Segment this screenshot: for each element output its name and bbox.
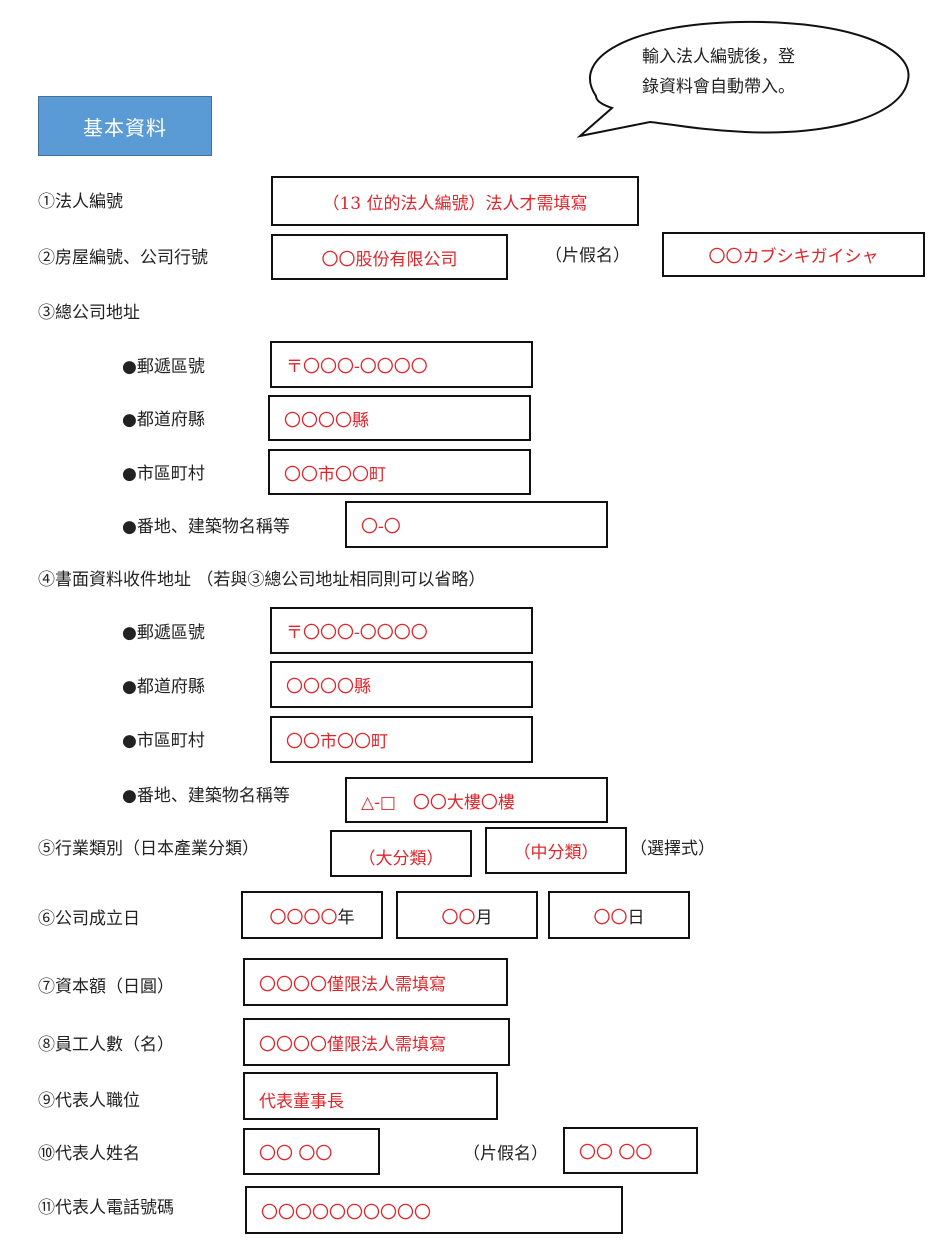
industry-label: ⑤行業類別（日本產業分類） xyxy=(38,839,259,859)
mail-city-field[interactable]: 〇〇市〇〇町 xyxy=(270,716,533,763)
founded-label: ⑥公司成立日 xyxy=(38,909,140,929)
rep-title-field[interactable]: 代表董事長 xyxy=(243,1072,498,1120)
callout-bubble xyxy=(576,20,910,138)
founded-day-unit: 日 xyxy=(627,907,645,928)
employees-field[interactable]: 〇〇〇〇僅限法人需填寫 xyxy=(243,1018,510,1066)
founded-year-unit: 年 xyxy=(337,907,355,928)
mail-prefecture-field[interactable]: 〇〇〇〇縣 xyxy=(270,661,533,708)
employees-label: ⑧員工人數（名） xyxy=(38,1035,174,1055)
corp-number-label: ①法人編號 xyxy=(38,192,123,212)
founded-month-value: 〇〇 xyxy=(441,907,476,928)
mail-postal-label: ●郵遞區號 xyxy=(122,623,205,643)
capital-field[interactable]: 〇〇〇〇僅限法人需填寫 xyxy=(243,958,508,1006)
rep-title-label: ⑨代表人職位 xyxy=(38,1091,140,1111)
callout-text: 輸入法人編號後，登 錄資料會自動帶入。 xyxy=(642,42,852,102)
hq-prefecture-label: ●都道府縣 xyxy=(122,410,205,430)
mail-street-label: ●番地、建築物名稱等 xyxy=(122,786,290,806)
callout-line-1: 輸入法人編號後，登 xyxy=(642,47,795,67)
company-kana-field[interactable]: 〇〇カブシキガイシャ xyxy=(662,232,925,277)
rep-name-label: ⑩代表人姓名 xyxy=(38,1144,140,1164)
section-header-basic-info: 基本資料 xyxy=(38,96,212,156)
mail-postal-field[interactable]: 〒〇〇〇-〇〇〇〇 xyxy=(270,607,533,654)
mail-prefecture-label: ●都道府縣 xyxy=(122,677,205,697)
founded-year-value: 〇〇〇〇 xyxy=(269,907,338,928)
mail-city-label: ●市區町村 xyxy=(122,731,205,751)
rep-name-kana-field[interactable]: 〇〇 〇〇 xyxy=(563,1127,698,1174)
mail-street-field[interactable]: △-□ 〇〇大樓〇樓 xyxy=(345,777,608,823)
capital-label: ⑦資本額（日圓） xyxy=(38,977,174,997)
company-name-field[interactable]: 〇〇股份有限公司 xyxy=(271,234,508,280)
rep-phone-label: ⑪代表人電話號碼 xyxy=(38,1198,174,1218)
company-kana-label: （片假名） xyxy=(545,246,630,266)
rep-phone-field[interactable]: 〇〇〇〇〇〇〇〇〇〇 xyxy=(245,1186,623,1234)
industry-middle-select[interactable]: （中分類） xyxy=(485,827,627,874)
hq-address-label: ③總公司地址 xyxy=(38,303,140,323)
hq-postal-label: ●郵遞區號 xyxy=(122,357,205,377)
hq-city-field[interactable]: 〇〇市〇〇町 xyxy=(268,449,531,495)
callout-line-2: 錄資料會自動帶入。 xyxy=(642,77,795,97)
company-name-label: ②房屋編號、公司行號 xyxy=(38,248,208,268)
industry-select-note: （選擇式） xyxy=(630,839,715,859)
hq-prefecture-field[interactable]: 〇〇〇〇縣 xyxy=(268,395,531,441)
hq-street-field[interactable]: 〇-〇 xyxy=(345,501,608,548)
hq-postal-field[interactable]: 〒〇〇〇-〇〇〇〇 xyxy=(270,341,533,388)
hq-street-label: ●番地、建築物名稱等 xyxy=(122,517,290,537)
mail-address-label: ④書面資料收件地址 （若與③總公司地址相同則可以省略） xyxy=(38,570,486,590)
founded-day-value: 〇〇 xyxy=(593,907,628,928)
founded-month-unit: 月 xyxy=(475,907,493,928)
rep-name-field[interactable]: 〇〇 〇〇 xyxy=(243,1128,380,1175)
rep-name-kana-label: （片假名） xyxy=(463,1144,548,1164)
founded-month-field[interactable]: 〇〇月 xyxy=(396,891,538,939)
hq-city-label: ●市區町村 xyxy=(122,464,205,484)
founded-year-field[interactable]: 〇〇〇〇年 xyxy=(241,891,383,939)
corp-number-field[interactable]: （13 位的法人編號）法人才需填寫 xyxy=(271,176,639,226)
founded-day-field[interactable]: 〇〇日 xyxy=(548,891,690,939)
industry-major-select[interactable]: （大分類） xyxy=(330,830,472,877)
